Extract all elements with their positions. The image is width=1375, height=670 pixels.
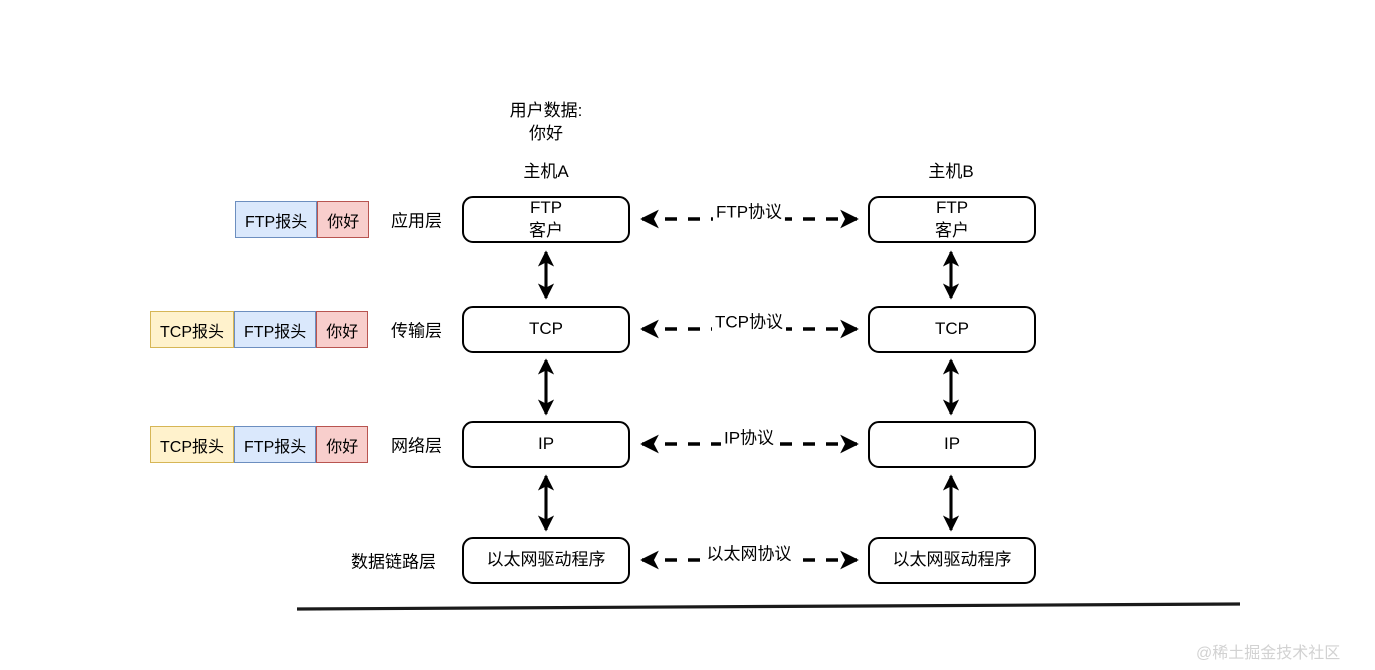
stack-box-a-application[interactable]: FTP 客户 bbox=[462, 196, 630, 243]
stack-box-line1: 以太网驱动程序 bbox=[892, 550, 1012, 570]
stack-box-a-datalink[interactable]: 以太网驱动程序 bbox=[462, 537, 630, 584]
stack-box-line1: TCP bbox=[935, 319, 969, 339]
strip-segment: FTP报头 bbox=[234, 426, 317, 463]
protocol-label-tcp: TCP协议 bbox=[712, 307, 786, 333]
stack-box-line1: FTP bbox=[935, 198, 969, 218]
user-data-line2: 你好 bbox=[528, 123, 563, 143]
protocol-label-ethernet: 以太网协议 bbox=[703, 539, 795, 565]
encapsulation-strip-application: FTP报头 你好 bbox=[235, 201, 370, 238]
layer-label-transport: 传输层 bbox=[391, 321, 442, 341]
stack-box-line2: 客户 bbox=[529, 220, 563, 240]
stack-box-line1: FTP bbox=[529, 198, 563, 218]
stack-box-a-network[interactable]: IP bbox=[462, 421, 630, 468]
encapsulation-strip-network: TCP报头 FTP报头 你好 bbox=[150, 426, 369, 463]
user-data-line1: 用户数据: bbox=[509, 101, 583, 120]
stack-box-b-application[interactable]: FTP 客户 bbox=[868, 196, 1036, 243]
strip-segment: TCP报头 bbox=[150, 426, 235, 463]
stack-box-b-datalink[interactable]: 以太网驱动程序 bbox=[868, 537, 1036, 584]
stack-box-line1: IP bbox=[943, 434, 961, 454]
watermark: @稀土掘金技术社区 bbox=[1196, 645, 1341, 662]
layer-label-application: 应用层 bbox=[391, 211, 442, 231]
layer-label-network: 网络层 bbox=[391, 436, 442, 456]
strip-segment: TCP报头 bbox=[150, 311, 235, 348]
strip-segment: 你好 bbox=[316, 426, 369, 463]
stack-box-line2: 客户 bbox=[935, 220, 969, 240]
layer-label-datalink: 数据链路层 bbox=[351, 552, 436, 572]
host-title-b: 主机B bbox=[928, 162, 974, 181]
stack-box-line1: TCP bbox=[529, 319, 563, 339]
strip-segment: 你好 bbox=[316, 311, 369, 348]
strip-segment: FTP报头 bbox=[235, 201, 318, 238]
user-data-caption: 用户数据: 你好 bbox=[510, 100, 583, 146]
stack-box-b-transport[interactable]: TCP bbox=[868, 306, 1036, 353]
strip-segment: FTP报头 bbox=[234, 311, 317, 348]
stack-box-b-network[interactable]: IP bbox=[868, 421, 1036, 468]
protocol-label-ftp: FTP协议 bbox=[712, 197, 786, 223]
protocol-label-ip: IP协议 bbox=[720, 423, 778, 449]
encapsulation-strip-transport: TCP报头 FTP报头 你好 bbox=[150, 311, 369, 348]
stack-box-line1: 以太网驱动程序 bbox=[486, 550, 606, 570]
host-title-a: 主机A bbox=[523, 162, 569, 181]
strip-segment: 你好 bbox=[317, 201, 370, 238]
stack-box-a-transport[interactable]: TCP bbox=[462, 306, 630, 353]
stack-box-line1: IP bbox=[537, 434, 555, 454]
